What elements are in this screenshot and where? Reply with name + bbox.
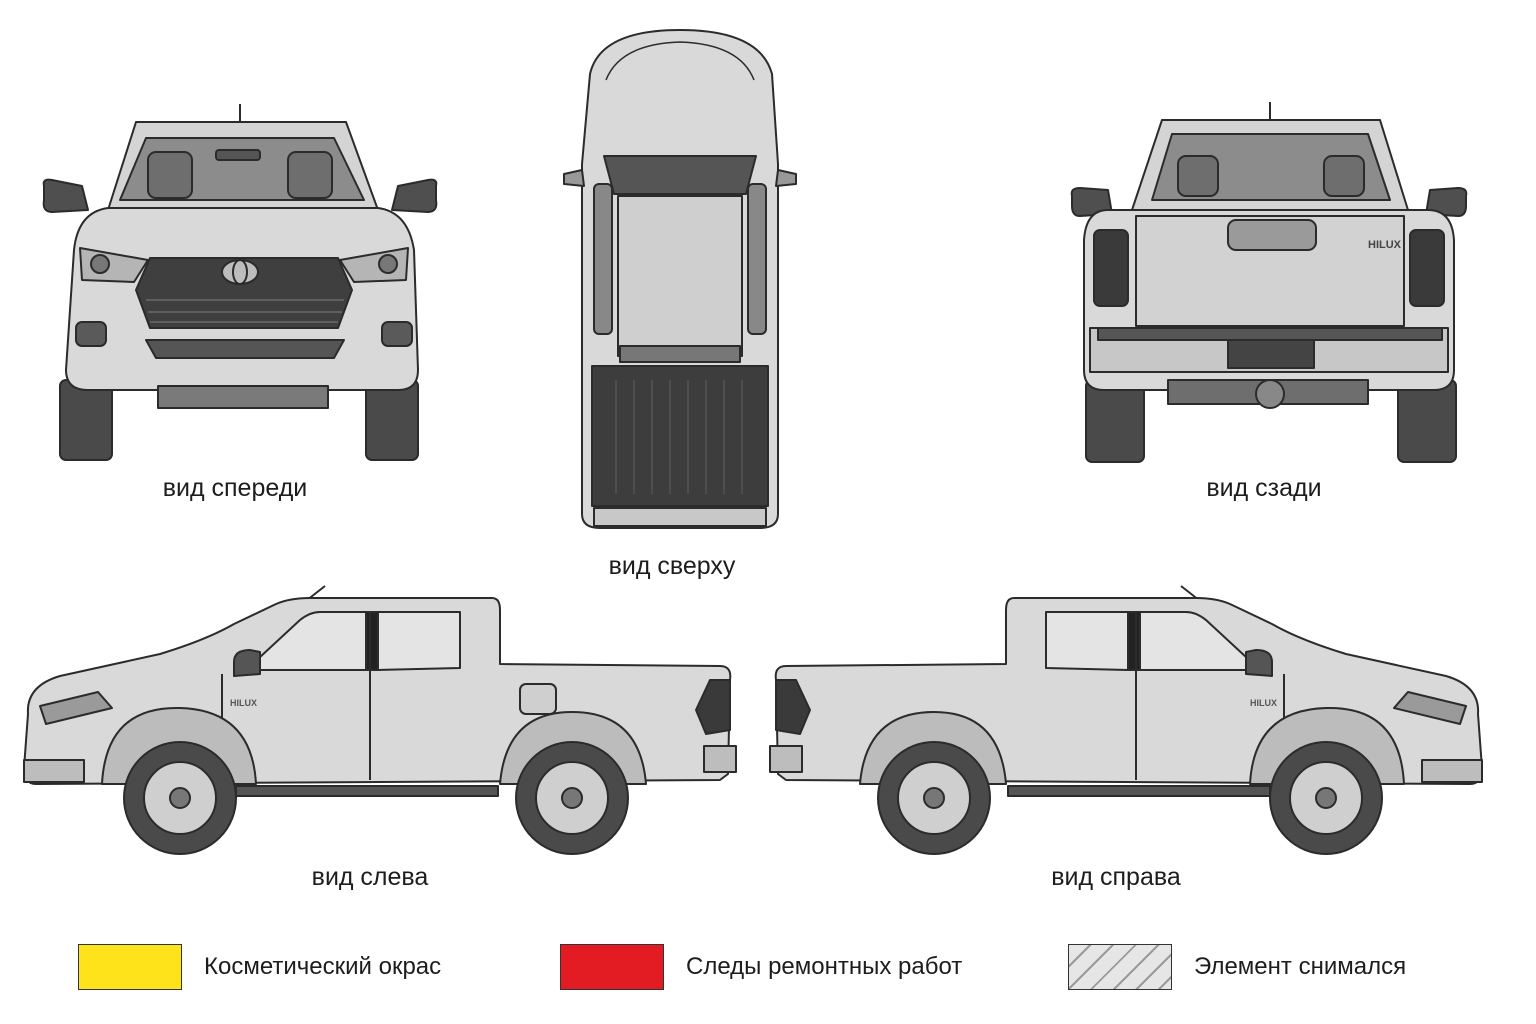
rear-view-label: вид сзади <box>1206 474 1322 502</box>
left-front-window <box>245 611 367 671</box>
legend-swatch-hatched <box>1068 944 1172 990</box>
front-view-drawing <box>42 104 438 461</box>
front-view-label: вид спереди <box>162 474 308 502</box>
top-view-drawing <box>563 29 797 529</box>
rear-view-drawing: HILUX <box>1070 102 1468 463</box>
rear-hilux-badge: HILUX <box>1368 239 1402 251</box>
legend-label-element-removed: Элемент снимался <box>1194 953 1407 980</box>
left-fog-light <box>75 321 107 347</box>
left-side-mirror <box>233 649 261 677</box>
right-rear-window <box>1045 611 1129 671</box>
right-front-window <box>1139 611 1261 671</box>
top-tailgate <box>593 507 767 527</box>
lower-intake <box>145 339 345 359</box>
right-side-mirror <box>1245 649 1273 677</box>
left-view: HILUX <box>20 584 740 860</box>
left-hilux-badge: HILUX <box>230 698 257 708</box>
right-mirror <box>391 178 438 213</box>
tailgate-handle <box>1227 219 1317 251</box>
right-view-drawing: HILUX <box>769 585 1483 855</box>
right-view-label: вид справа <box>1051 863 1181 891</box>
left-view-label: вид слева <box>311 863 429 891</box>
top-view-label: вид сверху <box>608 552 736 580</box>
legend-swatch-red <box>560 944 664 990</box>
front-left-tire <box>59 379 113 461</box>
left-view-drawing: HILUX <box>23 585 737 855</box>
legend-label-cosmetic-paint: Косметический окрас <box>204 953 442 980</box>
right-hilux-badge: HILUX <box>1250 698 1277 708</box>
top-right-mirror <box>775 169 797 187</box>
front-view <box>38 100 448 465</box>
legend-cosmetic-paint: Косметический окрас <box>78 944 441 990</box>
top-view <box>560 24 800 532</box>
legend-element-removed: Элемент снимался <box>1068 944 1406 990</box>
top-left-mirror <box>563 169 585 187</box>
legend-swatch-yellow <box>78 944 182 990</box>
front-grille <box>135 257 353 329</box>
left-tail-light <box>1093 229 1129 307</box>
left-mirror <box>42 178 89 213</box>
top-windshield <box>603 155 757 195</box>
right-fog-light <box>381 321 413 347</box>
top-roof <box>617 195 743 357</box>
left-rear-window <box>377 611 461 671</box>
legend-label-repair-traces: Следы ремонтных работ <box>686 953 963 980</box>
right-view: HILUX <box>766 584 1486 860</box>
front-right-tire <box>365 379 419 461</box>
right-tail-light <box>1409 229 1445 307</box>
top-bed <box>591 365 769 507</box>
legend-repair-traces: Следы ремонтных работ <box>560 944 962 990</box>
toyota-logo-icon <box>221 259 259 285</box>
license-plate-area <box>1227 335 1315 369</box>
rear-view: HILUX <box>1068 100 1470 465</box>
